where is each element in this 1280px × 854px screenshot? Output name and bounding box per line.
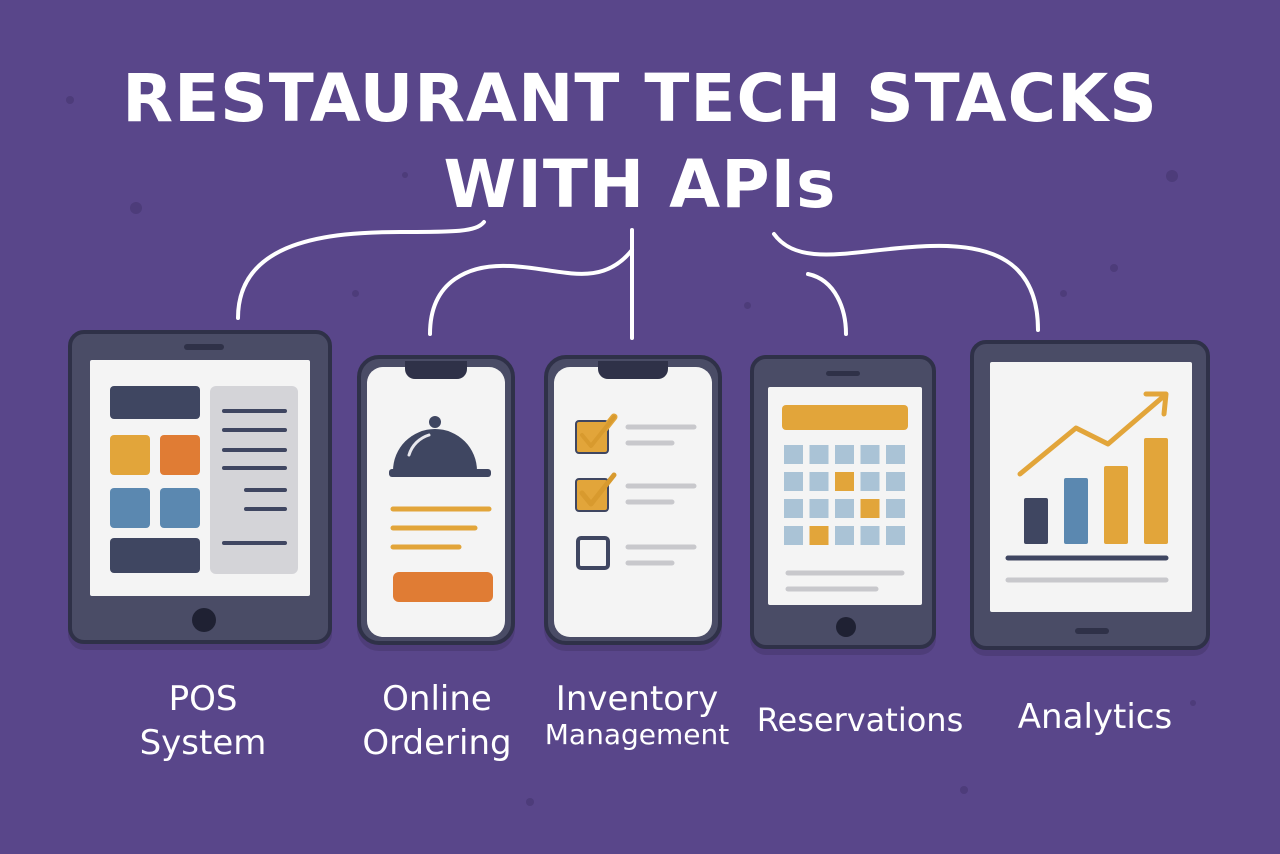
background-speck [1060,290,1067,297]
online-ordering-screen [367,367,505,637]
background-speck [130,202,142,214]
calendar-day-cell [835,445,854,464]
pos-screen [90,360,310,596]
calendar-day-cell [784,526,803,545]
tablet-speaker [184,344,224,350]
label-line: Ordering [362,722,512,763]
background-speck [352,290,359,297]
calendar-day-cell [886,499,905,518]
calendar-day-cell [784,445,803,464]
calendar-day-cell [886,472,905,491]
calendar-day-cell [860,472,880,491]
background-speck [1110,264,1118,272]
pos-dashboard-icon [110,386,298,574]
label-reservations: Reservations [744,700,976,741]
calendar-day-cell [835,472,854,491]
page-title-line-1: RESTAURANT TECH STACKS [122,60,1158,137]
inventory-screen [554,367,712,637]
background-speck [960,786,968,794]
label-line: Reservations [756,701,964,739]
calendar-grid [784,445,905,545]
label-line: System [139,722,267,763]
label-line: Inventory [555,679,719,719]
inventory-phone [544,355,722,645]
calendar-day-cell [809,445,829,464]
connector-online-ordering [428,248,634,336]
calendar-day-cell [860,499,880,518]
label-pos-system: POS System [108,678,298,765]
calendar-day-cell [784,499,803,518]
home-button [192,608,216,632]
label-analytics: Analytics [1000,696,1190,740]
reservations-screen [768,387,922,605]
connector-analytics [772,232,1040,332]
tablet-bar [1075,628,1109,634]
label-line: Management [544,718,730,752]
tablet-speaker [826,371,860,376]
calendar-day-cell [809,499,829,518]
bar-chart-trend-icon [1005,391,1169,583]
calendar-day-cell [835,526,854,545]
label-line: POS [168,679,238,719]
page-title-line-2: WITH APIs [443,146,837,223]
calendar-day-cell [809,526,829,545]
calendar-day-cell [860,445,880,464]
label-online-ordering: Online Ordering [342,678,532,765]
home-button [836,617,856,637]
phone-notch [405,361,467,379]
checklist-icon [575,413,697,570]
calendar-day-cell [809,472,829,491]
analytics-tablet [970,340,1210,650]
analytics-screen [990,362,1192,612]
calendar-day-cell [860,526,880,545]
food-cloche-icon [389,416,493,602]
online-ordering-phone [357,355,515,645]
calendar-day-cell [784,472,803,491]
calendar-day-cell [886,445,905,464]
calendar-icon [782,405,908,592]
background-speck [1190,700,1196,706]
connector-reservations [806,272,848,336]
background-speck [1166,170,1178,182]
background-speck [744,302,751,309]
label-line: Analytics [1017,697,1173,737]
phone-notch [598,361,668,379]
connector-pos [236,220,486,320]
calendar-day-cell [886,526,905,545]
reservations-tablet [750,355,936,649]
pos-tablet [68,330,332,644]
label-line: Online [382,679,492,719]
background-speck [402,172,408,178]
label-inventory-management: Inventory Management [530,679,744,752]
background-speck [66,96,74,104]
background-speck [526,798,534,806]
calendar-day-cell [835,499,854,518]
